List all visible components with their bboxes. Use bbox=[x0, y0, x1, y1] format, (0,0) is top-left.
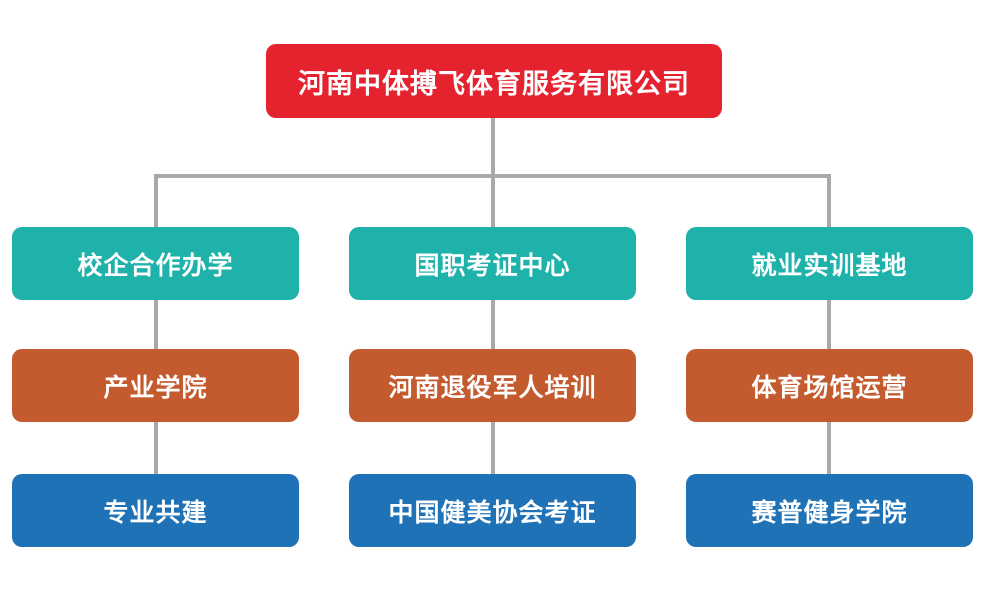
node-label: 校企合作办学 bbox=[77, 250, 234, 280]
node-veteran-training: 河南退役军人培训 bbox=[349, 349, 636, 422]
node-label: 国职考证中心 bbox=[414, 250, 571, 280]
node-national-certification-center: 国职考证中心 bbox=[349, 227, 636, 300]
node-label: 中国健美协会考证 bbox=[388, 497, 597, 527]
node-sup-fitness-college: 赛普健身学院 bbox=[686, 474, 973, 547]
node-label: 河南退役军人培训 bbox=[388, 372, 597, 402]
node-bodybuilding-association-certification: 中国健美协会考证 bbox=[349, 474, 636, 547]
node-major-co-construction: 专业共建 bbox=[12, 474, 299, 547]
node-school-enterprise-cooperation: 校企合作办学 bbox=[12, 227, 299, 300]
node-label: 赛普健身学院 bbox=[751, 497, 908, 527]
node-industry-college: 产业学院 bbox=[12, 349, 299, 422]
root-label: 河南中体搏飞体育服务有限公司 bbox=[298, 68, 690, 100]
node-label: 体育场馆运营 bbox=[751, 372, 908, 402]
node-employment-training-base: 就业实训基地 bbox=[686, 227, 973, 300]
node-sports-venue-operation: 体育场馆运营 bbox=[686, 349, 973, 422]
root-node: 河南中体搏飞体育服务有限公司 bbox=[266, 44, 722, 118]
node-label: 专业共建 bbox=[103, 497, 208, 527]
node-label: 就业实训基地 bbox=[751, 250, 908, 280]
node-label: 产业学院 bbox=[103, 372, 208, 402]
